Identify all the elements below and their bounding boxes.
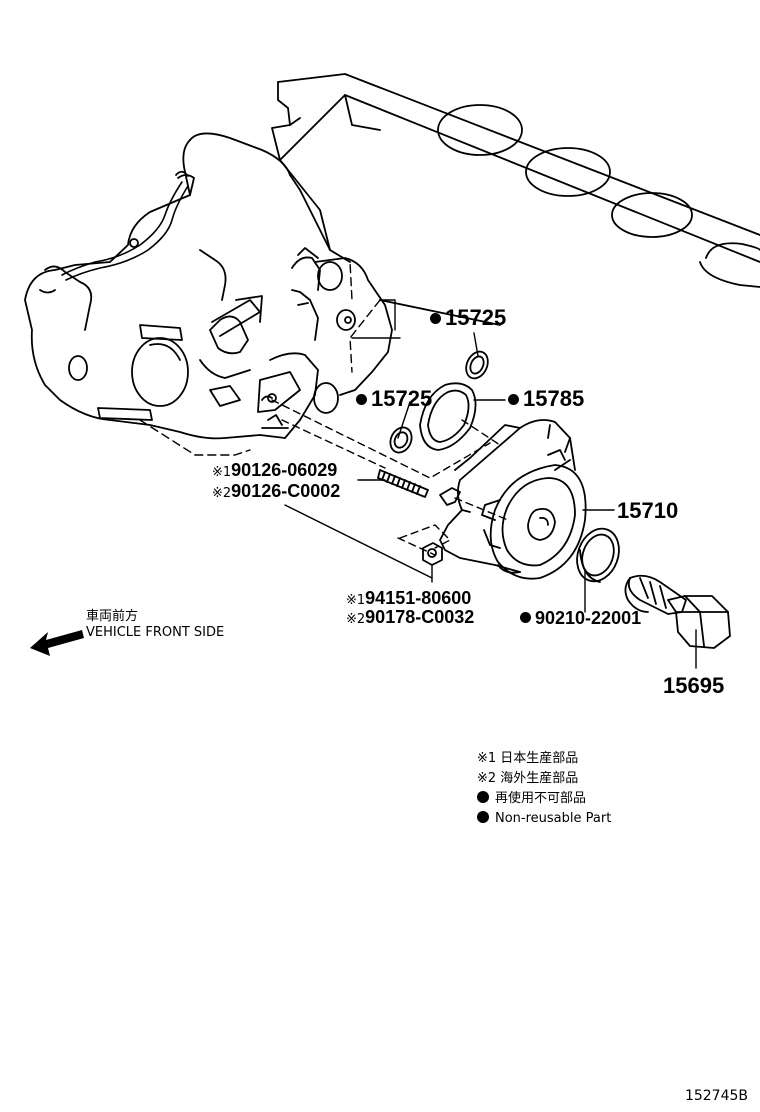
legend: ※1 日本生産部品 ※2 海外生産部品 再使用不可部品 Non-reusable… [477, 749, 611, 829]
part-nut [422, 542, 443, 566]
label-stud-1: ※190126-06029 [212, 460, 338, 480]
engine-block [271, 73, 760, 326]
legend-note-2: ※2 海外生産部品 [477, 771, 579, 786]
leader-lines [271, 332, 697, 669]
direction-label-jp: 車両前方 [86, 609, 139, 624]
nonreusable-dot-icon [508, 394, 519, 405]
direction-label-en: VEHICLE FRONT SIDE [86, 625, 225, 640]
label-15785: 15785 [508, 386, 584, 412]
label-90210: 90210-22001 [520, 608, 641, 629]
label-nut-1: ※194151-80600 [346, 588, 472, 608]
part-15725-mid [389, 426, 413, 454]
nonreusable-dot-icon [477, 791, 489, 803]
nonreusable-dot-icon [356, 394, 367, 405]
label-15725-top: 15725 [430, 305, 506, 331]
nonreusable-dot-icon [430, 313, 441, 324]
nonreusable-dot-icon [477, 811, 489, 823]
diagram-id: 152745B [684, 1088, 748, 1104]
label-15725-mid: 15725 [356, 386, 432, 412]
vehicle-front-arrow-icon [30, 630, 84, 656]
engine-housing [24, 132, 401, 456]
part-15710-housing [439, 419, 587, 580]
label-stud-2: ※290126-C0002 [212, 481, 341, 501]
part-15785-gasket [419, 382, 477, 451]
label-15695: 15695 [663, 673, 725, 698]
legend-nonreusable-en: Non-reusable Part [477, 809, 611, 829]
label-15710: 15710 [617, 498, 679, 523]
nonreusable-dot-icon [520, 612, 531, 623]
legend-nonreusable-jp: 再使用不可部品 [477, 789, 611, 809]
part-stud-bolt [377, 469, 429, 498]
part-15695-plug [624, 574, 731, 649]
part-90210-seal [576, 527, 620, 583]
legend-note-1: ※1 日本生産部品 [477, 751, 579, 766]
label-nut-2: ※290178-C0032 [346, 607, 475, 627]
part-15725-top [465, 350, 489, 380]
